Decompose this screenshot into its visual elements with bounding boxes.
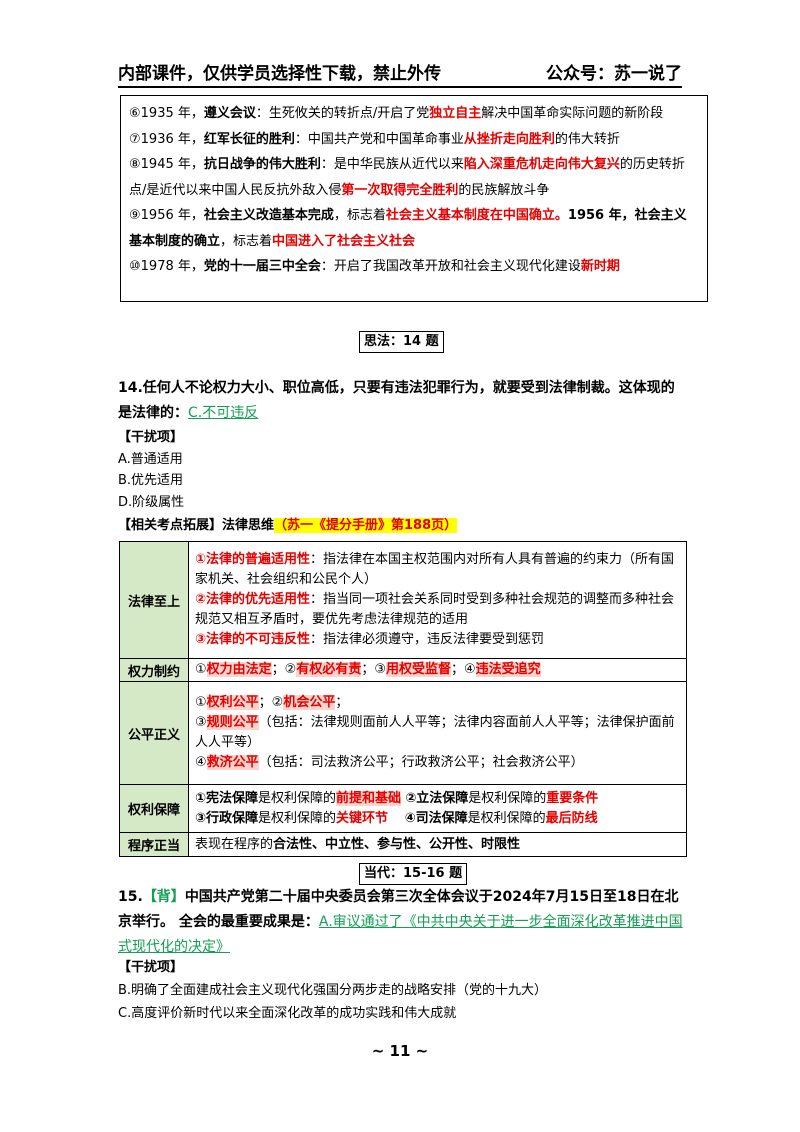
section-label-dangdai: 当代：15-16 题 (359, 863, 468, 885)
row-key: 权力制约 (119, 658, 189, 682)
history-item-10: ⑩1978 年，党的十一届三中全会：开启了我国改革开放和社会主义现代化建设新时期 (129, 259, 620, 274)
history-item-9: ⑨1956 年，社会主义改造基本完成，标志着社会主义基本制度在中国确立。1956… (129, 208, 687, 249)
extension-ref: （苏一《提分手册》第188页） (274, 518, 458, 533)
question-14: 14.任何人不论权力大小、职位高低，只要有违法犯罪行为，就要受到法律制裁。这体现… (118, 376, 686, 426)
distractor-label-15: 【干扰项】 (118, 960, 184, 975)
extension-heading: 【相关考点拓展】法律思维（苏一《提分手册》第188页） (118, 518, 458, 533)
page-number: ~ 11 ~ (371, 1042, 429, 1060)
row-value: ①权利公平；②机会公平； ③规则公平（包括：法律规则面前人人平等；法律内容面前人… (188, 681, 687, 785)
option-b: B.优先适用 (118, 473, 184, 488)
header-right-text: 公众号：苏一说了 (546, 63, 682, 84)
option-b-15: B.明确了全面建成社会主义现代化强国分两步走的战略安排（党的十九大） (118, 983, 548, 998)
option-d: D.阶级属性 (118, 495, 185, 510)
row-key: 权利保障 (119, 784, 189, 833)
header-left-text: 内部课件，仅供学员选择性下载，禁止外传 (118, 63, 441, 84)
row-value: ①法律的普遍适用性：指法律在本国主权范围内对所有人具有普遍的约束力（所有国家机关… (188, 541, 687, 659)
section-label-sifa: 思法：14 题 (359, 331, 444, 353)
table-row: 权力制约 ①权力由法定；②有权必有责；③用权受监督；④违法受追究 (119, 658, 687, 682)
table-row: 程序正当 表现在程序的合法性、中立性、参与性、公开性、时限性 (119, 832, 687, 857)
page-header: 内部课件，仅供学员选择性下载，禁止外传 公众号：苏一说了 (118, 56, 682, 88)
table-row: 法律至上 ①法律的普遍适用性：指法律在本国主权范围内对所有人具有普遍的约束力（所… (119, 541, 687, 659)
memorize-tag: 【背】 (142, 889, 185, 905)
option-c-15: C.高度评价新时代以来全面深化改革的成功实践和伟大成就 (118, 1006, 457, 1021)
row-value: 表现在程序的合法性、中立性、参与性、公开性、时限性 (188, 832, 687, 857)
question-15-answer: A.审议通过了《中共中央关于进一步全面深化改革推进中国式现代化的决定》 (118, 914, 683, 955)
history-item-8: ⑧1945 年，抗日战争的伟大胜利：是中华民族从近代以来陷入深重危机走向伟大复兴… (129, 157, 685, 198)
row-key: 公平正义 (119, 681, 189, 785)
history-item-6: ⑥1935 年，遵义会议：生死攸关的转折点/开启了党独立自主解决中国革命实际问题… (129, 106, 664, 121)
row-value: ①宪法保障是权利保障的前提和基础 ②立法保障是权利保障的重要条件 ③行政保障是权… (188, 784, 687, 833)
question-15: 15.【背】中国共产党第二十届中央委员会第三次全体会议于2024年7月15日至1… (118, 889, 683, 955)
table-row: 权利保障 ①宪法保障是权利保障的前提和基础 ②立法保障是权利保障的重要条件 ③行… (119, 784, 687, 833)
question-14-text: 14.任何人不论权力大小、职位高低，只要有违法犯罪行为，就要受到法律制裁。这体现… (118, 380, 675, 421)
row-value: ①权力由法定；②有权必有责；③用权受监督；④违法受追究 (188, 658, 687, 682)
distractor-label: 【干扰项】 (118, 430, 184, 445)
law-thinking-table: 法律至上 ①法律的普遍适用性：指法律在本国主权范围内对所有人具有普遍的约束力（所… (119, 541, 687, 857)
history-box: ⑥1935 年，遵义会议：生死攸关的转折点/开启了党独立自主解决中国革命实际问题… (120, 95, 708, 302)
row-key: 法律至上 (119, 541, 189, 659)
row-key: 程序正当 (119, 832, 189, 857)
table-row: 公平正义 ①权利公平；②机会公平； ③规则公平（包括：法律规则面前人人平等；法律… (119, 681, 687, 785)
question-14-answer: C.不可违反 (188, 405, 259, 421)
option-a: A.普通适用 (118, 452, 183, 467)
history-item-7: ⑦1936 年，红军长征的胜利：中国共产党和中国革命事业从挫折走向胜利的伟大转折 (129, 131, 620, 147)
